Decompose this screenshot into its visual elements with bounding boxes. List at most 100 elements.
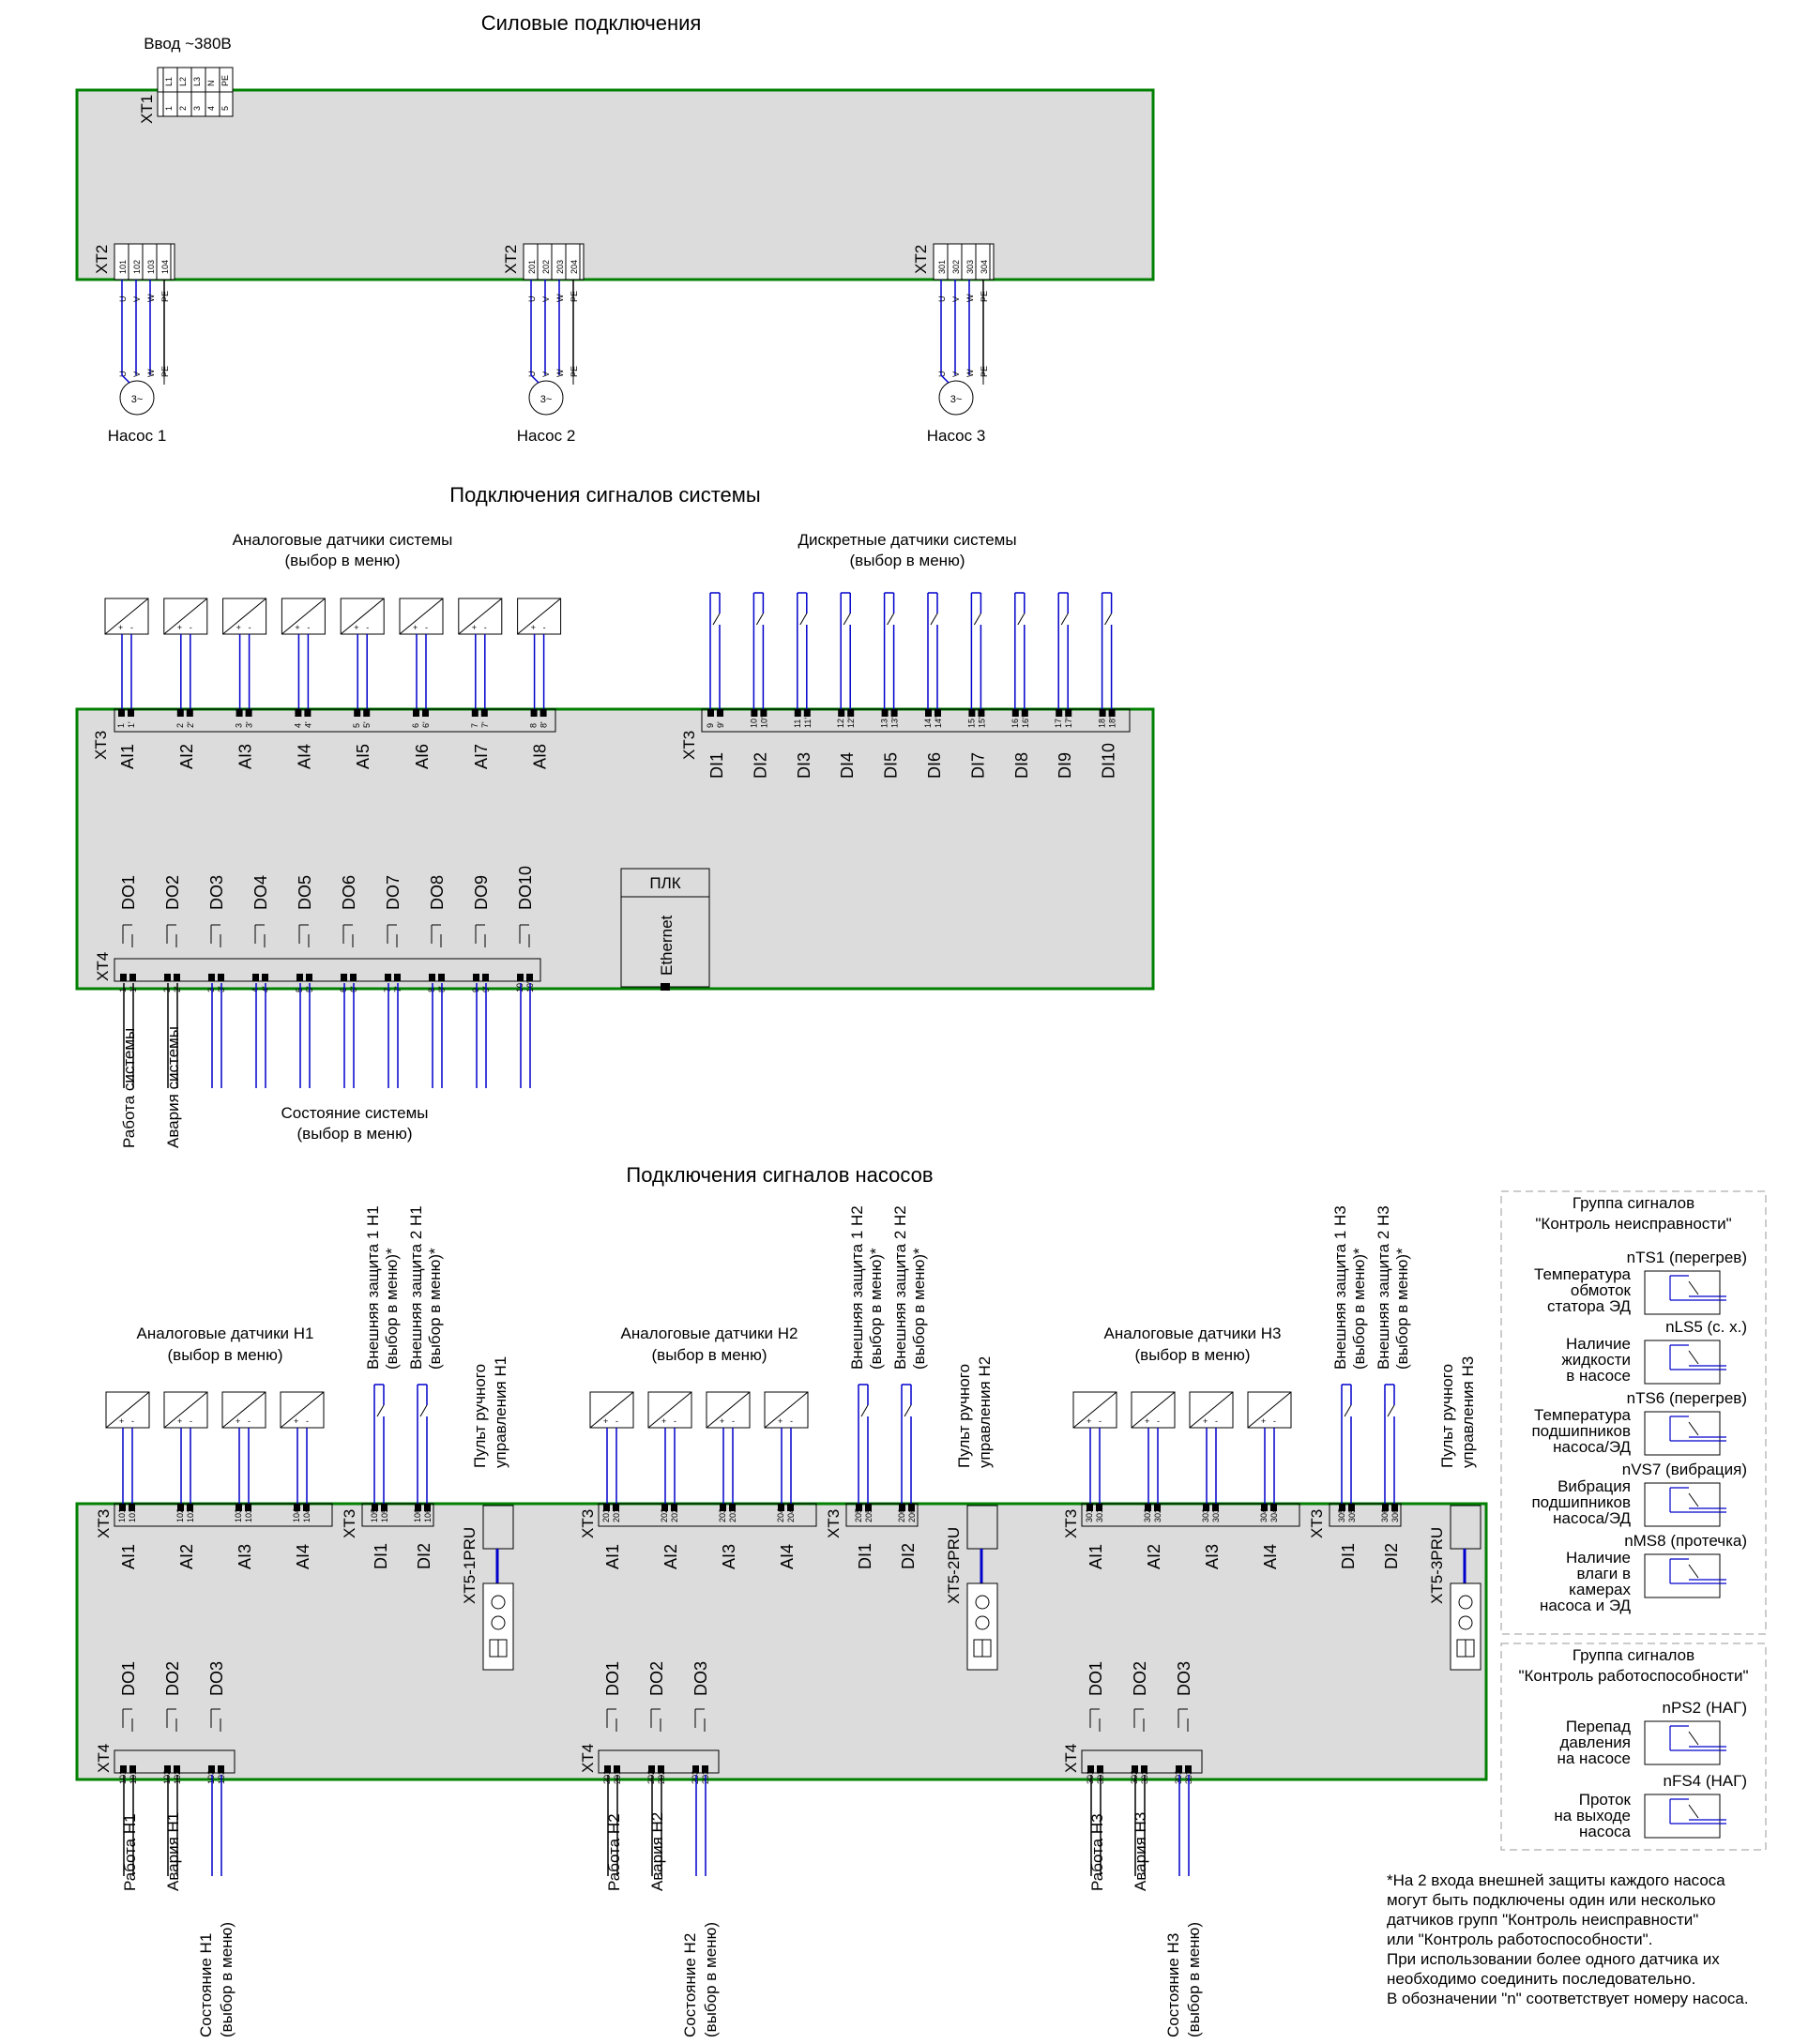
do-pin-label: DO2 (163, 875, 182, 910)
pump-name: Насос 3 (927, 427, 986, 445)
pump-xt3-label: XT3 (1062, 1509, 1080, 1538)
manual-panel-label2: управления Н3 (1459, 1356, 1477, 1468)
terminal-num-b: 206' (907, 1507, 917, 1522)
input-label: Ввод ~380В (144, 35, 232, 53)
do-pin-label: DO1 (119, 875, 138, 910)
ext-protection-label: Внешняя защита 1 Н3 (1331, 1205, 1349, 1370)
pump-do-pin-label: DO3 (691, 1661, 710, 1696)
pump-do-terminal (129, 1765, 136, 1773)
terminal-num-a: 9 (706, 723, 715, 728)
xt3-di-strip (701, 708, 1131, 733)
di-terminal (1011, 709, 1019, 717)
sensor-plus: + (472, 623, 477, 632)
sensor-diagonal (764, 1391, 809, 1429)
fault-desc: насоса/ЭД (1553, 1509, 1631, 1527)
switch-blade (904, 1404, 912, 1417)
terminal-num-a: 2 (175, 723, 185, 728)
pump-do-pin-label: DO2 (163, 1661, 182, 1696)
terminal-num-b: 104' (302, 1507, 311, 1522)
sensor-plus: + (778, 1416, 783, 1426)
fault-code: nMS8 (протечка) (1624, 1532, 1747, 1550)
terminal-num-b: 11' (803, 718, 813, 728)
terminal-num-a: 7 (383, 988, 392, 992)
xt3-label: XT3 (92, 731, 110, 760)
di-terminal (881, 709, 889, 717)
fault-desc: обмоток (1571, 1281, 1632, 1299)
switch-blade (1387, 1404, 1395, 1417)
sensor-plus: + (236, 623, 241, 632)
di-terminal (934, 709, 941, 717)
pump-di-terminal (899, 1504, 905, 1511)
wire-label-bottom: U (937, 371, 947, 378)
sensor-plus: + (413, 623, 418, 632)
wire-label-bottom: U (118, 371, 128, 378)
sensor-plus: + (1086, 1416, 1091, 1426)
terminal-num-b: 3' (245, 721, 254, 728)
fault-sensor-symbol (1644, 1553, 1721, 1598)
fault-code: nTS6 (перегрев) (1627, 1389, 1747, 1407)
pump-analog-title: Аналоговые датчики Н3 (1104, 1325, 1282, 1342)
sensor-diagonal (221, 1391, 266, 1429)
switch-blade (973, 613, 981, 626)
xt1-label: XT1 (138, 95, 156, 124)
xt2-block (114, 243, 175, 280)
fault-desc: камерах (1569, 1581, 1631, 1598)
pump-di-terminal (1382, 1504, 1389, 1511)
pump-ai-terminal (177, 1504, 184, 1511)
pump-do-pin-label: DO2 (647, 1661, 666, 1696)
di-pin-label: DI1 (707, 752, 726, 779)
sensor-plus: + (603, 1416, 608, 1426)
terminal-num-a: 306 (1380, 1508, 1390, 1522)
di-pin-label: DI4 (838, 752, 857, 779)
sensor-diagonal (104, 598, 149, 635)
pump-do-terminal (174, 1765, 180, 1773)
xt2-label: XT2 (912, 245, 930, 274)
motor-lead (530, 374, 539, 384)
do-terminal (429, 974, 435, 981)
di-terminal (847, 709, 855, 717)
xt1-bottom-label: 3 (192, 106, 202, 111)
ai-terminal (363, 709, 371, 717)
fault-code: nLS5 (с. х.) (1665, 1318, 1747, 1336)
pump-do-pin-label: DO1 (119, 1661, 138, 1696)
terminal-num-b: 101' (128, 1507, 137, 1522)
ai-terminal (186, 709, 193, 717)
terminal-num-b: 303' (1211, 1507, 1221, 1522)
do-pin-label: DO7 (384, 875, 403, 910)
di-terminal (717, 709, 723, 717)
wire-label-bottom: PE (570, 366, 579, 377)
footnote-line: датчиков групп "Контроль неисправности" (1387, 1911, 1698, 1929)
xt1-top-label: PE (220, 75, 230, 86)
fault-sensor-symbol (1644, 1340, 1721, 1385)
ext-protection-label: Внешняя защита 2 Н3 (1375, 1205, 1392, 1370)
pump-ai-terminal (187, 1504, 193, 1511)
pump-do-terminal (1176, 1765, 1182, 1773)
wire-label-top: W (146, 294, 156, 302)
terminal-num-a: 106 (413, 1508, 422, 1522)
state-system-sub: (выбор в меню) (297, 1125, 413, 1143)
pump-do-terminal (604, 1765, 611, 1773)
pump-ai-terminal (1086, 1504, 1093, 1511)
terminal-num-b: 8' (539, 721, 549, 728)
xt2-term-label: 104 (160, 260, 170, 274)
ai-terminal (118, 709, 125, 717)
xt1-top-label: N (206, 81, 216, 87)
di-pin-label: DI10 (1100, 743, 1118, 779)
pump-state-sub: (выбор в меню) (1185, 1922, 1203, 2037)
perf-group-box (1500, 1643, 1767, 1851)
terminal-num-b: 301' (1095, 1507, 1104, 1522)
ai-terminal (236, 709, 243, 717)
sensor-diagonal (647, 1391, 692, 1429)
fault-desc: в насосе (1566, 1367, 1631, 1385)
switch-blade (887, 613, 895, 626)
fault-code: nVS7 (вибрация) (1622, 1461, 1747, 1478)
xt1-bottom-label: 1 (164, 106, 174, 111)
manual-panel-connector (482, 1505, 514, 1550)
legend-blade (1688, 1804, 1699, 1819)
ai-terminal (471, 709, 479, 717)
sensor-diagonal (1072, 1391, 1117, 1429)
di-terminal (838, 709, 845, 717)
terminal-num-a: 301 (1085, 1508, 1094, 1522)
fault-sensor-symbol (1644, 1482, 1721, 1527)
pump-ai-terminal (236, 1504, 242, 1511)
